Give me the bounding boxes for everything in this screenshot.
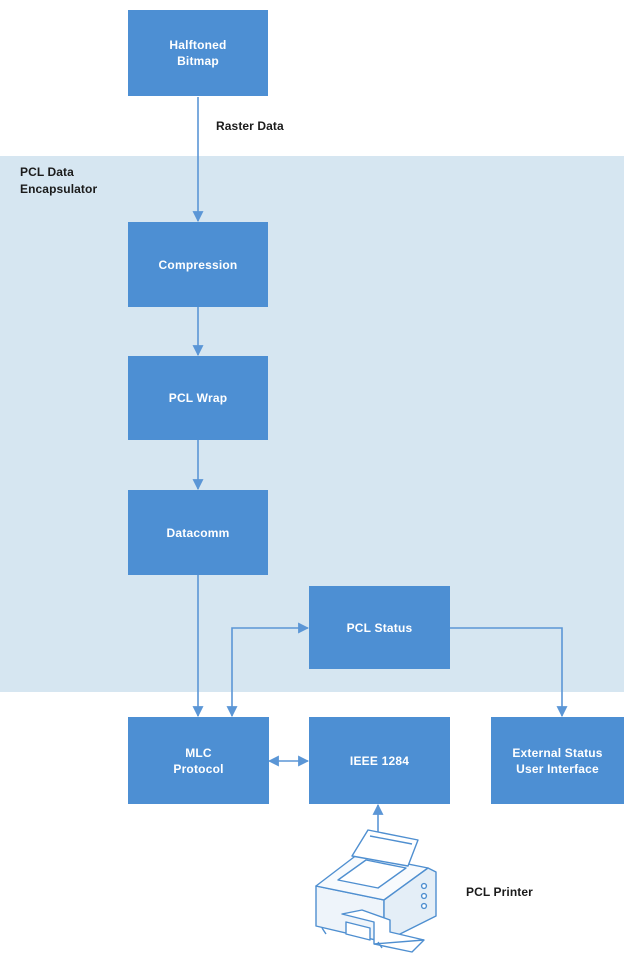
datacomm-label: Datacomm — [166, 525, 230, 540]
mlc-protocol-line2: Protocol — [173, 761, 224, 776]
pcl-status-box: PCL Status — [309, 586, 450, 669]
raster-data-label: Raster Data — [216, 119, 284, 133]
halftoned-bitmap-line1: Halftoned — [169, 38, 227, 52]
pcl-data-encapsulator-label: PCL Data Encapsulator — [20, 164, 97, 198]
mlc-protocol-box: MLC Protocol — [128, 717, 269, 804]
pcl-wrap-box: PCL Wrap — [128, 356, 268, 440]
external-status-line2: User Interface — [516, 761, 599, 776]
arrow-mlc-pclstatus-bidirectional — [226, 622, 310, 718]
printer-icon — [315, 829, 437, 953]
region-label-line1: PCL Data — [20, 165, 74, 179]
mlc-protocol-line1: MLC — [185, 745, 212, 760]
halftoned-bitmap-box: Halftoned Bitmap — [128, 10, 268, 96]
ieee-1284-label: IEEE 1284 — [349, 753, 410, 768]
pcl-status-label: PCL Status — [346, 620, 413, 635]
compression-label: Compression — [158, 257, 238, 272]
ieee-1284-box: IEEE 1284 — [309, 717, 450, 804]
external-status-line1: External Status — [512, 745, 603, 760]
compression-box: Compression — [128, 222, 268, 307]
datacomm-box: Datacomm — [128, 490, 268, 575]
region-label-line2: Encapsulator — [20, 182, 98, 196]
pcl-wrap-label: PCL Wrap — [168, 391, 228, 405]
external-status-box: External Status User Interface — [491, 717, 624, 804]
arrow-pclstatus-to-external — [450, 627, 568, 718]
halftoned-bitmap-line2: Bitmap — [177, 54, 219, 68]
pcl-printer-label: PCL Printer — [466, 885, 533, 899]
